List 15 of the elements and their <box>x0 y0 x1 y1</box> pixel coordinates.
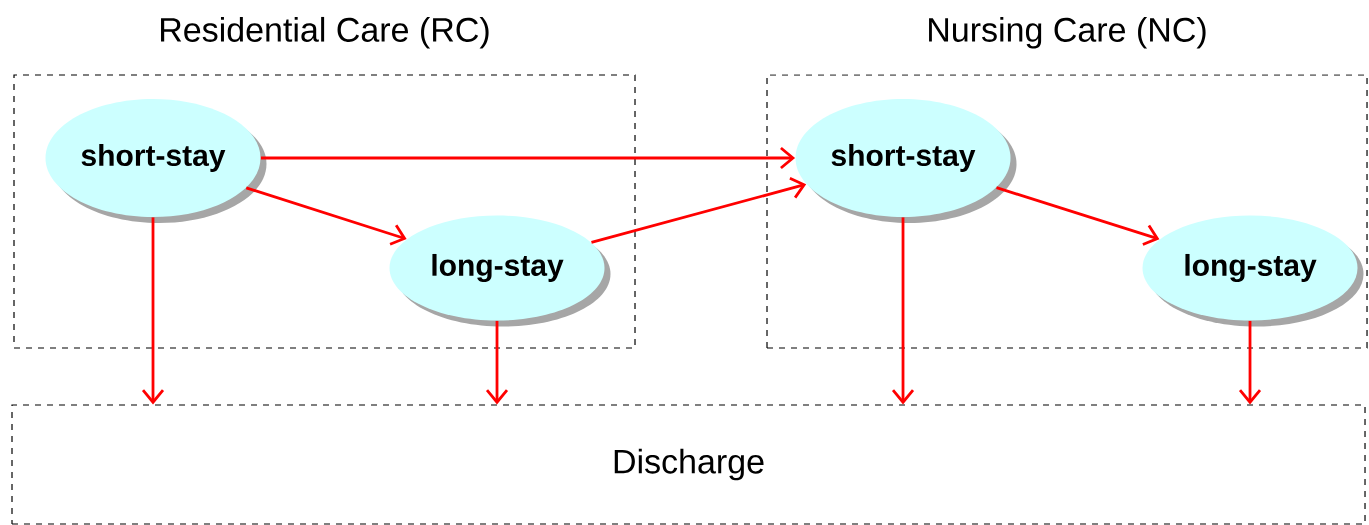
arrow <box>996 186 1160 246</box>
state-oval: long-stay <box>1142 215 1364 327</box>
arrow <box>245 186 407 246</box>
arrow <box>141 217 165 405</box>
arrow <box>260 146 796 170</box>
node-label: Residential Care (RC) <box>161 16 489 49</box>
node-label: Nursing Care (NC) <box>929 16 1206 49</box>
arrow <box>485 320 509 405</box>
state-oval: short-stay <box>45 99 267 223</box>
arrow <box>891 217 915 405</box>
arrow <box>591 177 807 244</box>
state-oval: short-stay <box>795 99 1017 223</box>
arrow <box>1238 320 1262 405</box>
discharge-box: Discharge <box>11 404 1366 525</box>
state-oval: long-stay <box>389 215 611 327</box>
